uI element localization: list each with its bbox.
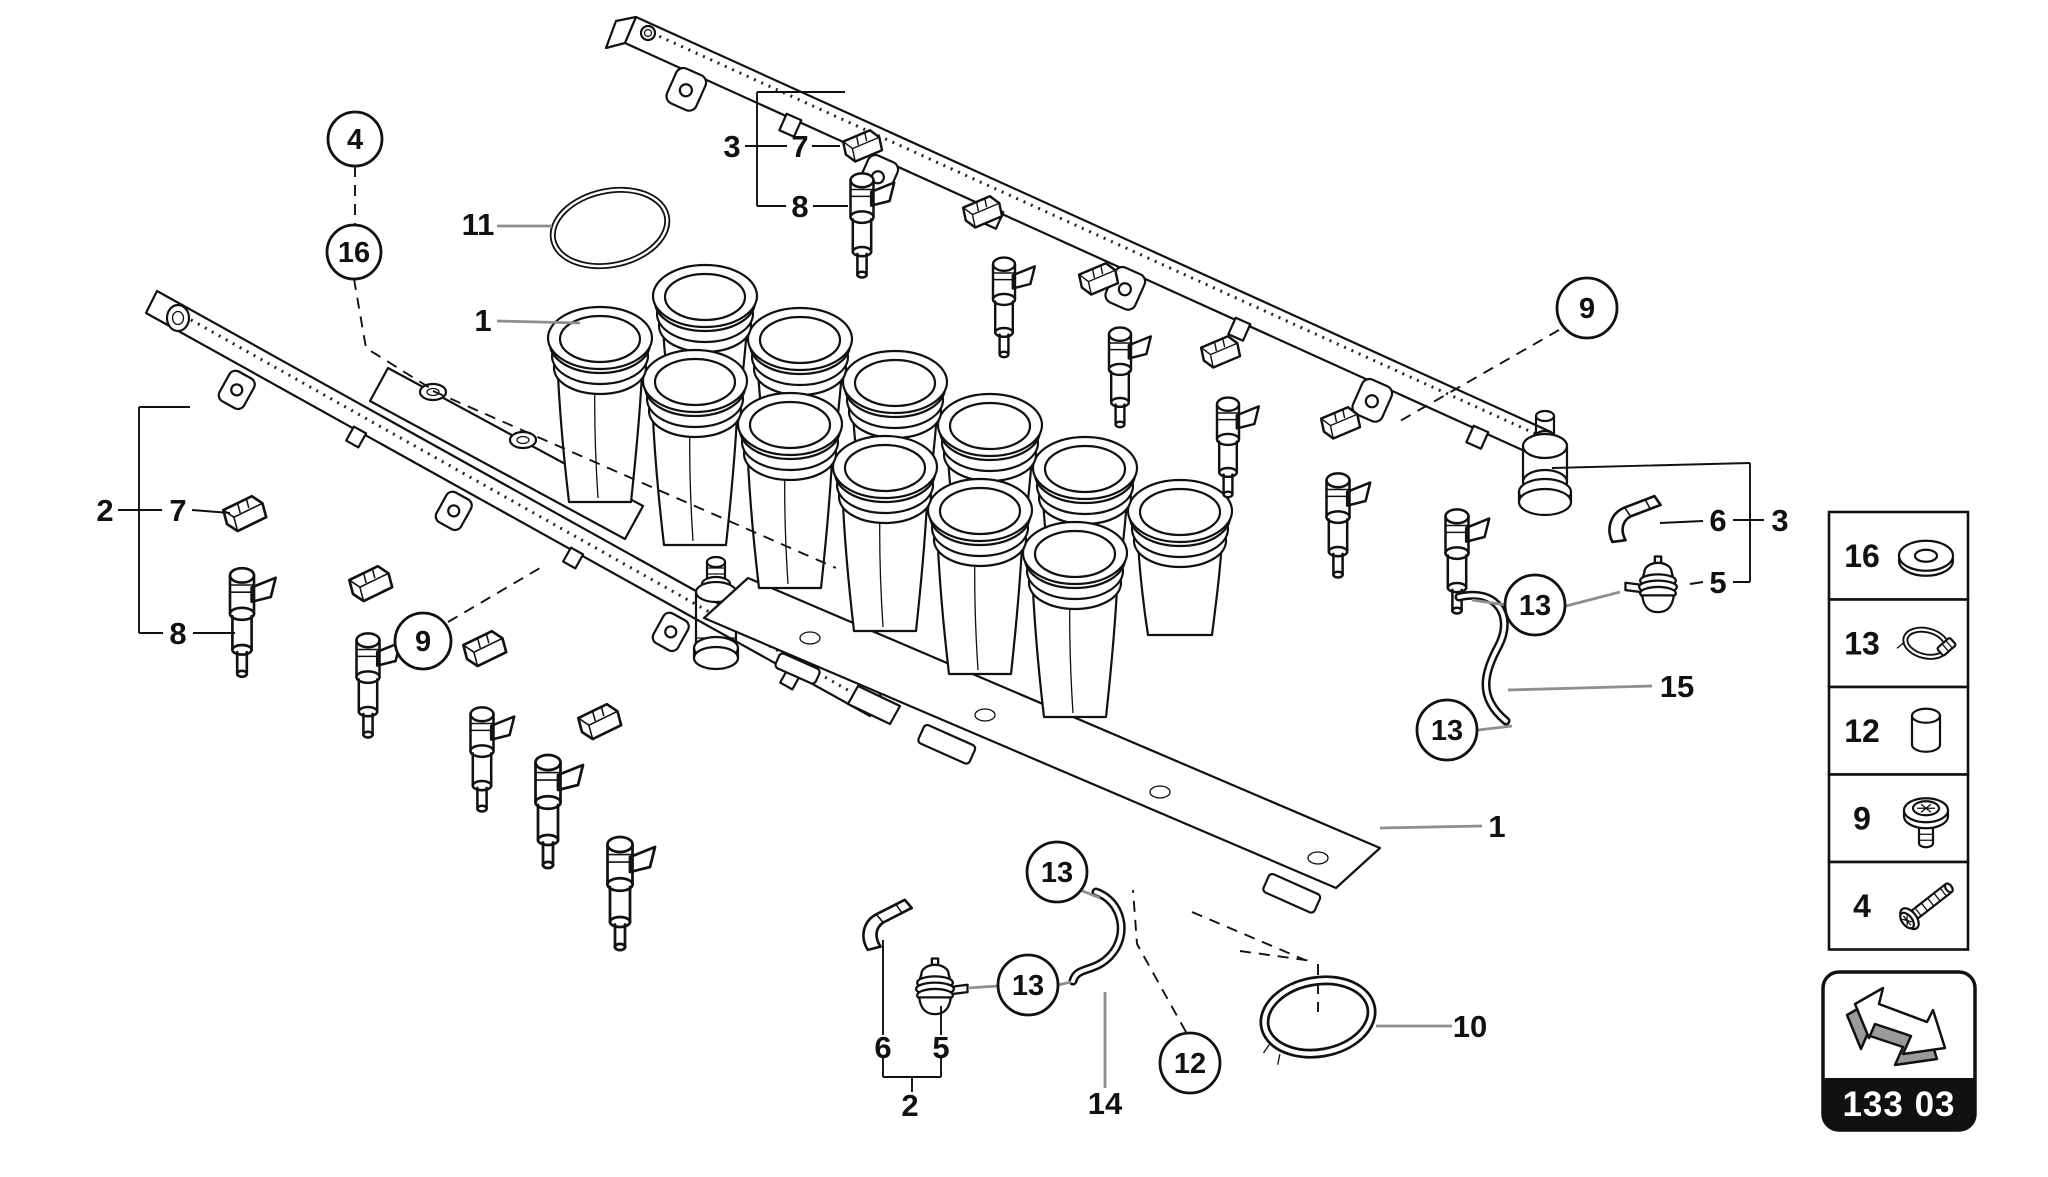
callout-9-left[interactable]: 9 <box>393 611 453 671</box>
callout-16[interactable]: 16 <box>325 223 383 281</box>
callout-13-d[interactable]: 13 <box>996 953 1060 1017</box>
legend-row-9[interactable]: 9 <box>1827 773 1970 864</box>
legend-number: 12 <box>1844 713 1880 749</box>
sleeve-icon <box>1910 707 1942 753</box>
svg-text:13: 13 <box>1041 857 1073 889</box>
svg-text:4: 4 <box>347 124 363 156</box>
o-ring <box>549 186 671 270</box>
legend-row-16[interactable]: 16 <box>1827 510 1970 601</box>
parts-legend: 16 13 12 9 4 <box>1827 510 1970 951</box>
label-2-left[interactable]: 2 <box>96 493 113 528</box>
label-8-top[interactable]: 8 <box>791 189 808 224</box>
leader-lines <box>496 224 1653 1088</box>
pressure-regulator-right <box>1624 555 1679 614</box>
label-7-top[interactable]: 7 <box>791 129 808 164</box>
callout-13-b[interactable]: 13 <box>1415 698 1479 762</box>
oval-gasket <box>1259 975 1377 1065</box>
label-6-right[interactable]: 6 <box>1709 503 1726 538</box>
back-arrow-icon <box>1845 986 1947 1067</box>
rail-end-damper <box>1517 409 1573 517</box>
label-6-bottom[interactable]: 6 <box>874 1030 891 1065</box>
washer-icon <box>1897 539 1955 577</box>
bracket-lines <box>118 91 1764 1092</box>
callout-13-c[interactable]: 13 <box>1025 840 1089 904</box>
diagram-artwork <box>118 15 1764 1092</box>
label-7-left[interactable]: 7 <box>169 493 186 528</box>
label-1-top[interactable]: 1 <box>474 303 491 338</box>
label-3-right[interactable]: 3 <box>1771 503 1788 538</box>
label-5-right[interactable]: 5 <box>1709 565 1726 600</box>
callout-12[interactable]: 12 <box>1158 1031 1222 1095</box>
label-11[interactable]: 11 <box>462 207 495 242</box>
label-5-bottom[interactable]: 5 <box>932 1030 949 1065</box>
label-8-left[interactable]: 8 <box>169 616 186 651</box>
label-14[interactable]: 14 <box>1088 1086 1123 1121</box>
label-10[interactable]: 10 <box>1453 1009 1487 1044</box>
label-2-bottom[interactable]: 2 <box>901 1088 918 1123</box>
svg-text:12: 12 <box>1174 1048 1206 1080</box>
label-1-right[interactable]: 1 <box>1488 809 1505 844</box>
part-number-box[interactable]: 133 03 <box>1821 970 1977 1132</box>
callout-4[interactable]: 4 <box>326 110 384 168</box>
legend-number: 9 <box>1853 800 1871 836</box>
fork-retainer-bottom <box>855 897 921 952</box>
svg-text:13: 13 <box>1012 970 1044 1002</box>
lower-fuel-rail <box>144 289 902 726</box>
fuel-hose-14 <box>1068 887 1126 986</box>
legend-number: 16 <box>1844 538 1880 574</box>
table-code: 133 03 <box>1842 1085 1955 1124</box>
label-15[interactable]: 15 <box>1660 669 1694 704</box>
callout-13-a[interactable]: 13 <box>1503 573 1567 637</box>
svg-text:9: 9 <box>1579 293 1595 325</box>
legend-row-4[interactable]: 4 <box>1827 860 1970 951</box>
legend-number: 13 <box>1844 625 1880 661</box>
svg-text:9: 9 <box>415 626 431 658</box>
fork-retainer-right <box>1604 494 1667 544</box>
rail-end-valve <box>692 555 740 671</box>
callout-9-right[interactable]: 9 <box>1555 276 1619 340</box>
legend-row-12[interactable]: 12 <box>1827 685 1970 776</box>
pressure-regulator-bottom <box>914 957 969 1016</box>
dashed-leader-lines <box>353 166 1560 1033</box>
svg-text:13: 13 <box>1431 715 1463 747</box>
svg-text:13: 13 <box>1519 590 1551 622</box>
fuel-hose-15 <box>1454 590 1511 726</box>
svg-text:16: 16 <box>338 237 370 269</box>
label-3-top[interactable]: 3 <box>723 129 740 164</box>
legend-number: 4 <box>1853 888 1871 924</box>
legend-row-13[interactable]: 13 <box>1827 598 1970 689</box>
